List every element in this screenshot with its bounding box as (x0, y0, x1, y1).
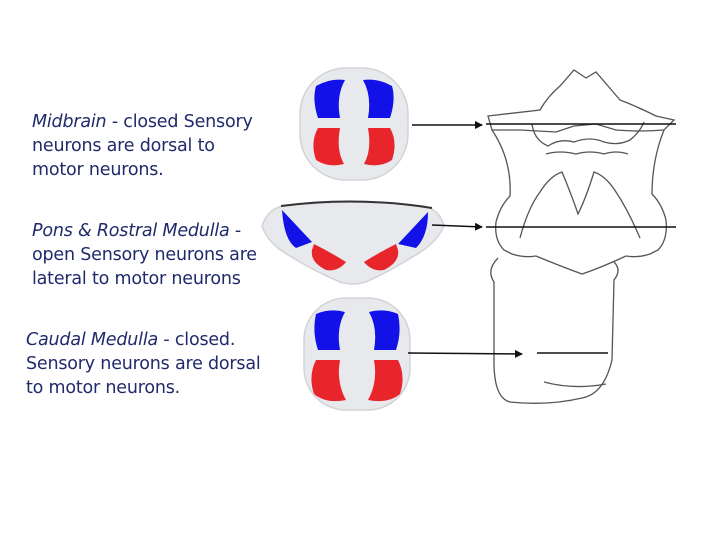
pons-cross-section (261, 200, 445, 285)
midbrain-name: Midbrain (32, 112, 107, 132)
midbrain-section-outline (299, 67, 409, 181)
caudal-medulla-desc-2: to motor neurons. (26, 378, 181, 398)
caudal-sensory-right (369, 310, 400, 350)
caudal-medulla-label: Caudal Medulla - closed. Sensory neurons… (26, 330, 261, 398)
pons-sensory-right (398, 212, 428, 248)
pons-motor-left (311, 244, 346, 271)
pons-arrow (431, 222, 483, 231)
caudal-medulla-desc-1: Sensory neurons are dorsal (26, 354, 261, 374)
pons-sensory-left (282, 210, 312, 248)
cerebellar-peduncles-outline (519, 171, 641, 239)
caudal-motor-right (368, 360, 403, 402)
midbrain-desc-1: Sensory (183, 112, 253, 132)
midbrain-cross-section (299, 67, 409, 181)
medulla-bottom-outline (543, 381, 607, 388)
caudal-sensory-left (314, 310, 345, 350)
pons-desc-2: lateral to motor neurons (32, 269, 241, 289)
midbrain-sensory-left (314, 79, 345, 118)
caudal-medulla-status: closed. (174, 330, 236, 350)
caudal-medulla-cross-section (303, 297, 411, 411)
midbrain-desc-2: neurons are dorsal to (32, 136, 215, 156)
midbrain-motor-right (364, 128, 395, 166)
caudal-medulla-arrow (407, 349, 523, 358)
fourth-ventricle-outline (535, 255, 627, 275)
midbrain-status: closed (123, 112, 179, 132)
pons-dorsal-edge (280, 200, 433, 209)
midbrain-label: Midbrain - closed Sensory neurons are do… (32, 112, 253, 180)
midbrain-sensory-right (363, 79, 394, 118)
pons-desc-1: open Sensory neurons are (32, 245, 257, 265)
caudal-medulla-name: Caudal Medulla (26, 330, 159, 350)
brainstem-outline (487, 69, 676, 404)
caudal-motor-left (311, 360, 346, 402)
pons-name: Pons & Rostral Medulla (32, 221, 230, 241)
colliculi-lower-outline (545, 151, 629, 155)
midbrain-motor-left (313, 128, 344, 166)
pons-label: Pons & Rostral Medulla - open Sensory ne… (32, 221, 257, 289)
pons-motor-right (364, 244, 399, 271)
pons-right-outline (625, 129, 667, 258)
midbrain-desc-3: motor neurons. (32, 160, 164, 180)
midbrain-outline (487, 69, 676, 133)
colliculi-outline (531, 121, 645, 147)
pons-left-outline (491, 129, 537, 258)
medulla-outline (490, 257, 619, 404)
